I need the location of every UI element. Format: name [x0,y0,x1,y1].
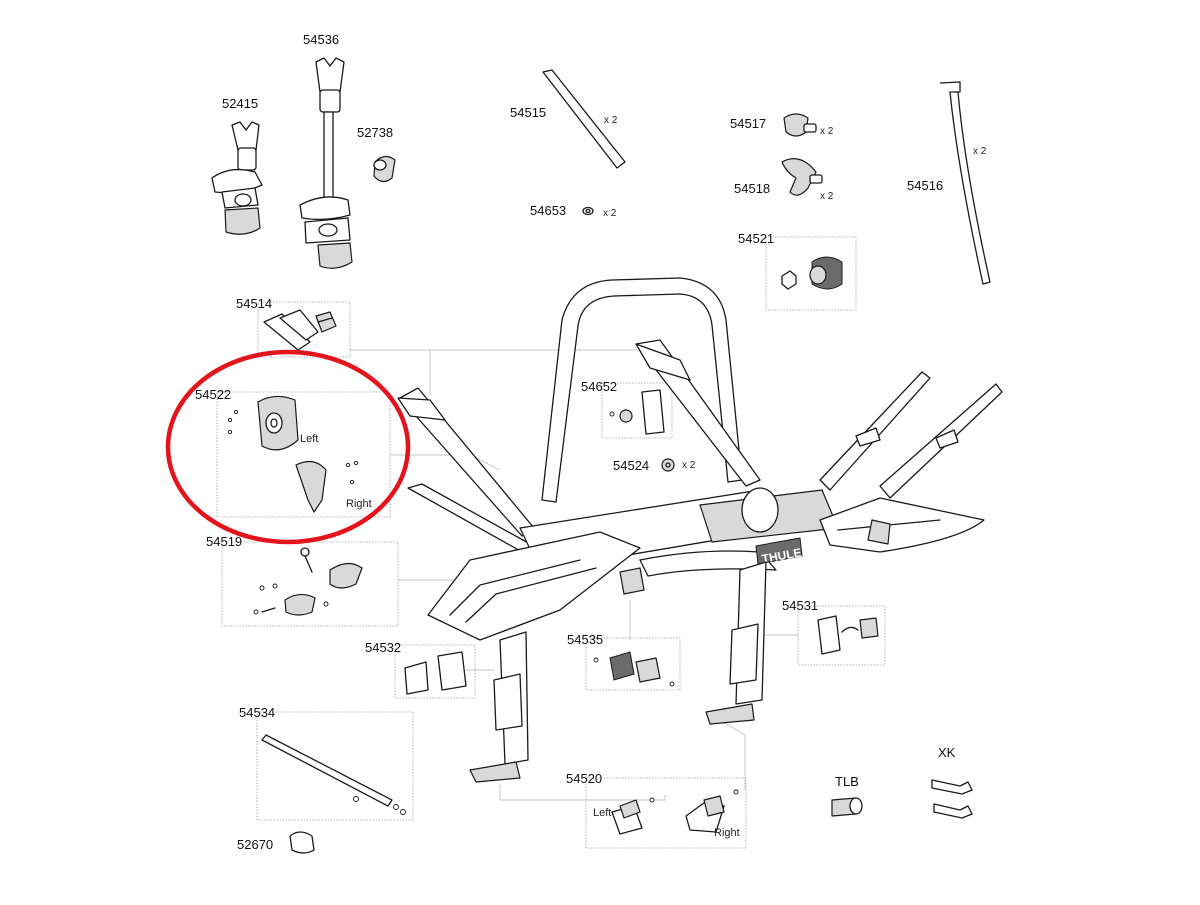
clip-54514 [263,309,337,351]
part-label-54516: 54516 [907,178,944,193]
part-label-52738: 52738 [357,125,394,140]
part-label-52415: 52415 [222,96,259,111]
part-label-54536: 54536 [303,32,340,47]
part-label-54531: 54531 [782,598,819,613]
feet-54520 [611,789,739,835]
part-label-tlb: TLB [835,774,859,789]
side-label-left-54520: Left [593,807,612,819]
bike-rack-frame: THULE [397,277,1003,783]
part-label-54518: 54518 [734,181,771,196]
rod-54534 [261,734,406,815]
lock-tlb [831,797,863,817]
parts-54531 [817,615,879,655]
part-label-54524: 54524 [613,458,650,473]
parts-54532 [404,651,467,695]
part-label-54653: 54653 [530,203,567,218]
clip-52670 [289,831,315,854]
arm-54536 [299,57,353,269]
thule-logo: THULE [761,545,803,566]
knob-54517 [783,113,817,137]
qty-54517: x 2 [820,126,834,137]
knob-52738 [373,155,396,183]
part-label-54514: 54514 [236,296,273,311]
highlight-circle [165,349,411,545]
bracket-54652 [609,389,665,435]
keys-xk [931,779,973,819]
part-label-54535: 54535 [567,632,604,647]
nut-54524 [661,458,675,472]
qty-54518: x 2 [820,191,834,202]
qty-54524: x 2 [682,460,696,471]
part-label-54517: 54517 [730,116,767,131]
strap-54516 [939,81,991,285]
ring-54653 [582,206,594,216]
side-label-left-54522: Left [300,433,319,445]
strap-54515 [542,69,626,169]
part-label-54522: 54522 [195,387,232,402]
part-label-54515: 54515 [510,105,547,120]
handle-54518 [781,158,823,196]
side-label-right-54520: Right [714,827,740,839]
side-label-right-54522: Right [346,498,372,510]
parts-54519 [253,547,363,616]
part-label-54534: 54534 [239,705,276,720]
part-label-xk: XK [938,745,956,760]
part-label-54532: 54532 [365,640,402,655]
part-label-54521: 54521 [738,231,775,246]
clamp-52415 [211,121,263,235]
part-label-54520: 54520 [566,771,603,786]
cover-54522 [227,395,359,513]
qty-54653: x 2 [603,208,617,219]
part-label-54652: 54652 [581,379,618,394]
qty-54515: x 2 [604,115,618,126]
parts-54535 [593,651,675,687]
group-boxes [216,236,886,849]
part-label-54519: 54519 [206,534,243,549]
part-label-52670: 52670 [237,837,274,852]
knob-54521 [781,256,843,290]
qty-54516: x 2 [973,146,987,157]
